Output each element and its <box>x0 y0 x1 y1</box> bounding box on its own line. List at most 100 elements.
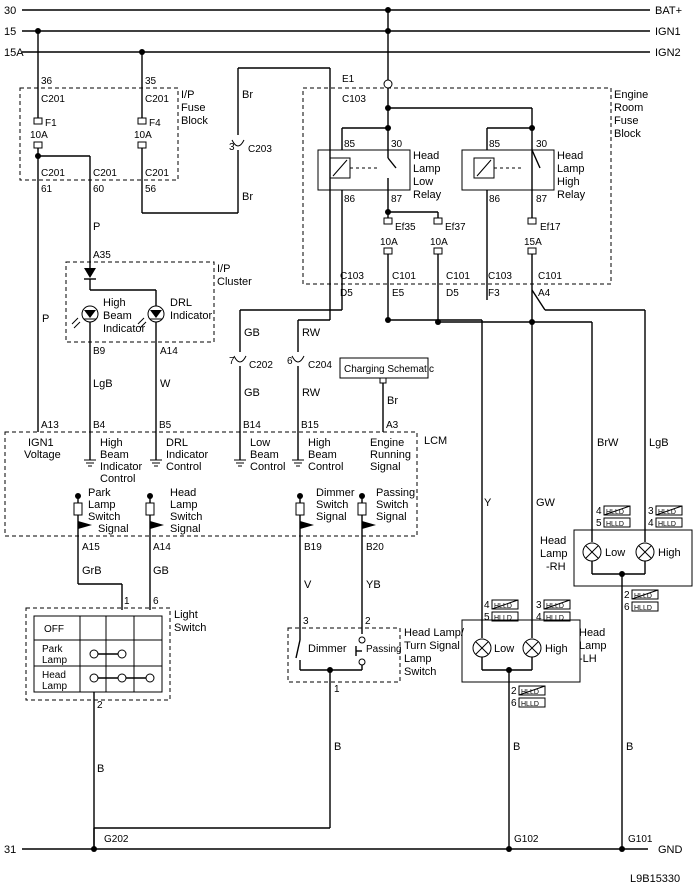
svg-text:Indicator: Indicator <box>170 310 213 322</box>
svg-text:OFF: OFF <box>44 624 64 635</box>
svg-text:High: High <box>545 643 568 655</box>
svg-text:35: 35 <box>145 76 157 87</box>
svg-text:F3: F3 <box>488 288 500 299</box>
lamp-feed-wires: Y BrW GW LgB <box>385 289 669 606</box>
svg-text:Ef17: Ef17 <box>540 222 561 233</box>
svg-text:Head: Head <box>42 670 66 681</box>
svg-text:YB: YB <box>366 579 381 591</box>
svg-text:Room: Room <box>614 102 643 114</box>
svg-text:Block: Block <box>181 115 208 127</box>
svg-text:10A: 10A <box>430 237 448 248</box>
svg-text:10A: 10A <box>134 130 152 141</box>
svg-text:Light: Light <box>174 609 198 621</box>
svg-text:C202: C202 <box>249 360 273 371</box>
svg-text:C103: C103 <box>488 271 512 282</box>
svg-text:G101: G101 <box>628 834 653 845</box>
svg-text:Signal: Signal <box>98 523 129 535</box>
svg-text:Head: Head <box>557 150 583 162</box>
svg-text:5: 5 <box>596 518 602 529</box>
svg-text:10A: 10A <box>380 237 398 248</box>
svg-text:2: 2 <box>511 686 517 697</box>
label-30: 30 <box>4 5 16 17</box>
svg-text:Head: Head <box>579 627 605 639</box>
svg-text:G202: G202 <box>104 834 129 845</box>
svg-text:GB: GB <box>244 387 260 399</box>
fuse-f4-bottom <box>137 141 147 149</box>
svg-text:High: High <box>103 297 126 309</box>
svg-text:3: 3 <box>648 506 654 517</box>
svg-text:C103: C103 <box>340 271 364 282</box>
svg-text:Relay: Relay <box>557 189 586 201</box>
svg-text:LCM: LCM <box>424 435 447 447</box>
svg-text:C103: C103 <box>342 94 366 105</box>
svg-text:HLLD: HLLD <box>546 603 564 610</box>
svg-text:Indicator: Indicator <box>103 323 146 335</box>
svg-text:5: 5 <box>484 612 490 623</box>
svg-text:86: 86 <box>344 194 356 205</box>
svg-text:LgB: LgB <box>649 437 669 449</box>
svg-text:High: High <box>557 176 580 188</box>
svg-text:P: P <box>93 221 100 233</box>
svg-text:HLLD: HLLD <box>521 701 539 708</box>
rails: 30 15 15A 31 BAT+ IGN1 IGN2 GND <box>4 5 683 856</box>
svg-text:I/P: I/P <box>217 263 230 275</box>
svg-text:Lamp: Lamp <box>404 653 432 665</box>
c203-branch: Br 3 C203 Br <box>229 67 331 288</box>
svg-text:Lamp: Lamp <box>42 655 67 666</box>
fuse-ef37-bottom <box>433 247 443 255</box>
lcm-ground-icons <box>84 459 304 467</box>
label-bat: BAT+ <box>655 5 682 17</box>
label-15: 15 <box>4 26 16 38</box>
svg-text:C101: C101 <box>538 271 562 282</box>
fuse-ef35-top <box>383 217 393 225</box>
svg-text:HLLD: HLLD <box>634 605 652 612</box>
svg-text:Beam: Beam <box>100 449 129 461</box>
svg-text:C101: C101 <box>446 271 470 282</box>
svg-text:B: B <box>97 763 104 775</box>
svg-text:HLLD: HLLD <box>494 615 512 622</box>
svg-text:Switch: Switch <box>88 511 120 523</box>
svg-text:Switch: Switch <box>174 622 206 634</box>
svg-text:Relay: Relay <box>413 189 442 201</box>
figure-id: L9B15330 <box>630 873 680 885</box>
svg-text:Park: Park <box>88 487 111 499</box>
svg-text:30: 30 <box>536 139 548 150</box>
svg-text:2: 2 <box>624 590 630 601</box>
svg-text:4: 4 <box>536 612 542 623</box>
svg-text:Ef35: Ef35 <box>395 222 416 233</box>
svg-text:60: 60 <box>93 184 105 195</box>
svg-text:Ef37: Ef37 <box>445 222 466 233</box>
svg-text:B9: B9 <box>93 346 106 357</box>
svg-text:High: High <box>658 547 681 559</box>
svg-text:GW: GW <box>536 497 556 509</box>
svg-text:Control: Control <box>250 461 285 473</box>
svg-text:6: 6 <box>511 698 517 709</box>
svg-text:P: P <box>42 313 49 325</box>
svg-text:Head: Head <box>540 535 566 547</box>
light-switch: Light Switch OFF Park Lamp Head Lamp 2 B… <box>25 607 206 852</box>
svg-text:85: 85 <box>344 139 356 150</box>
svg-text:RW: RW <box>302 387 321 399</box>
svg-text:6: 6 <box>153 596 159 607</box>
svg-text:Switch: Switch <box>316 499 348 511</box>
svg-text:Switch: Switch <box>170 511 202 523</box>
svg-text:Lamp: Lamp <box>579 640 607 652</box>
svg-text:87: 87 <box>391 194 403 205</box>
svg-text:15A: 15A <box>524 237 542 248</box>
svg-text:61: 61 <box>41 184 53 195</box>
lcm-module: LCM A13 B4 B5 B14 B15 A3 IGN1 Voltage Hi… <box>4 420 447 553</box>
svg-text:C201: C201 <box>41 94 65 105</box>
svg-text:-RH: -RH <box>546 561 566 573</box>
svg-text:Lamp: Lamp <box>557 163 585 175</box>
svg-text:Switch: Switch <box>376 499 408 511</box>
svg-text:Head Lamp/: Head Lamp/ <box>404 627 465 639</box>
svg-text:GrB: GrB <box>82 565 102 577</box>
svg-text:HLLD: HLLD <box>494 603 512 610</box>
svg-text:Engine: Engine <box>614 89 648 101</box>
engine-room-fuse-block: Engine Room Fuse Block E1 C103 85 30 86 <box>302 7 648 322</box>
svg-text:Charging Schematic: Charging Schematic <box>344 364 434 375</box>
label-31: 31 <box>4 844 16 856</box>
svg-text:IGN1: IGN1 <box>28 437 54 449</box>
